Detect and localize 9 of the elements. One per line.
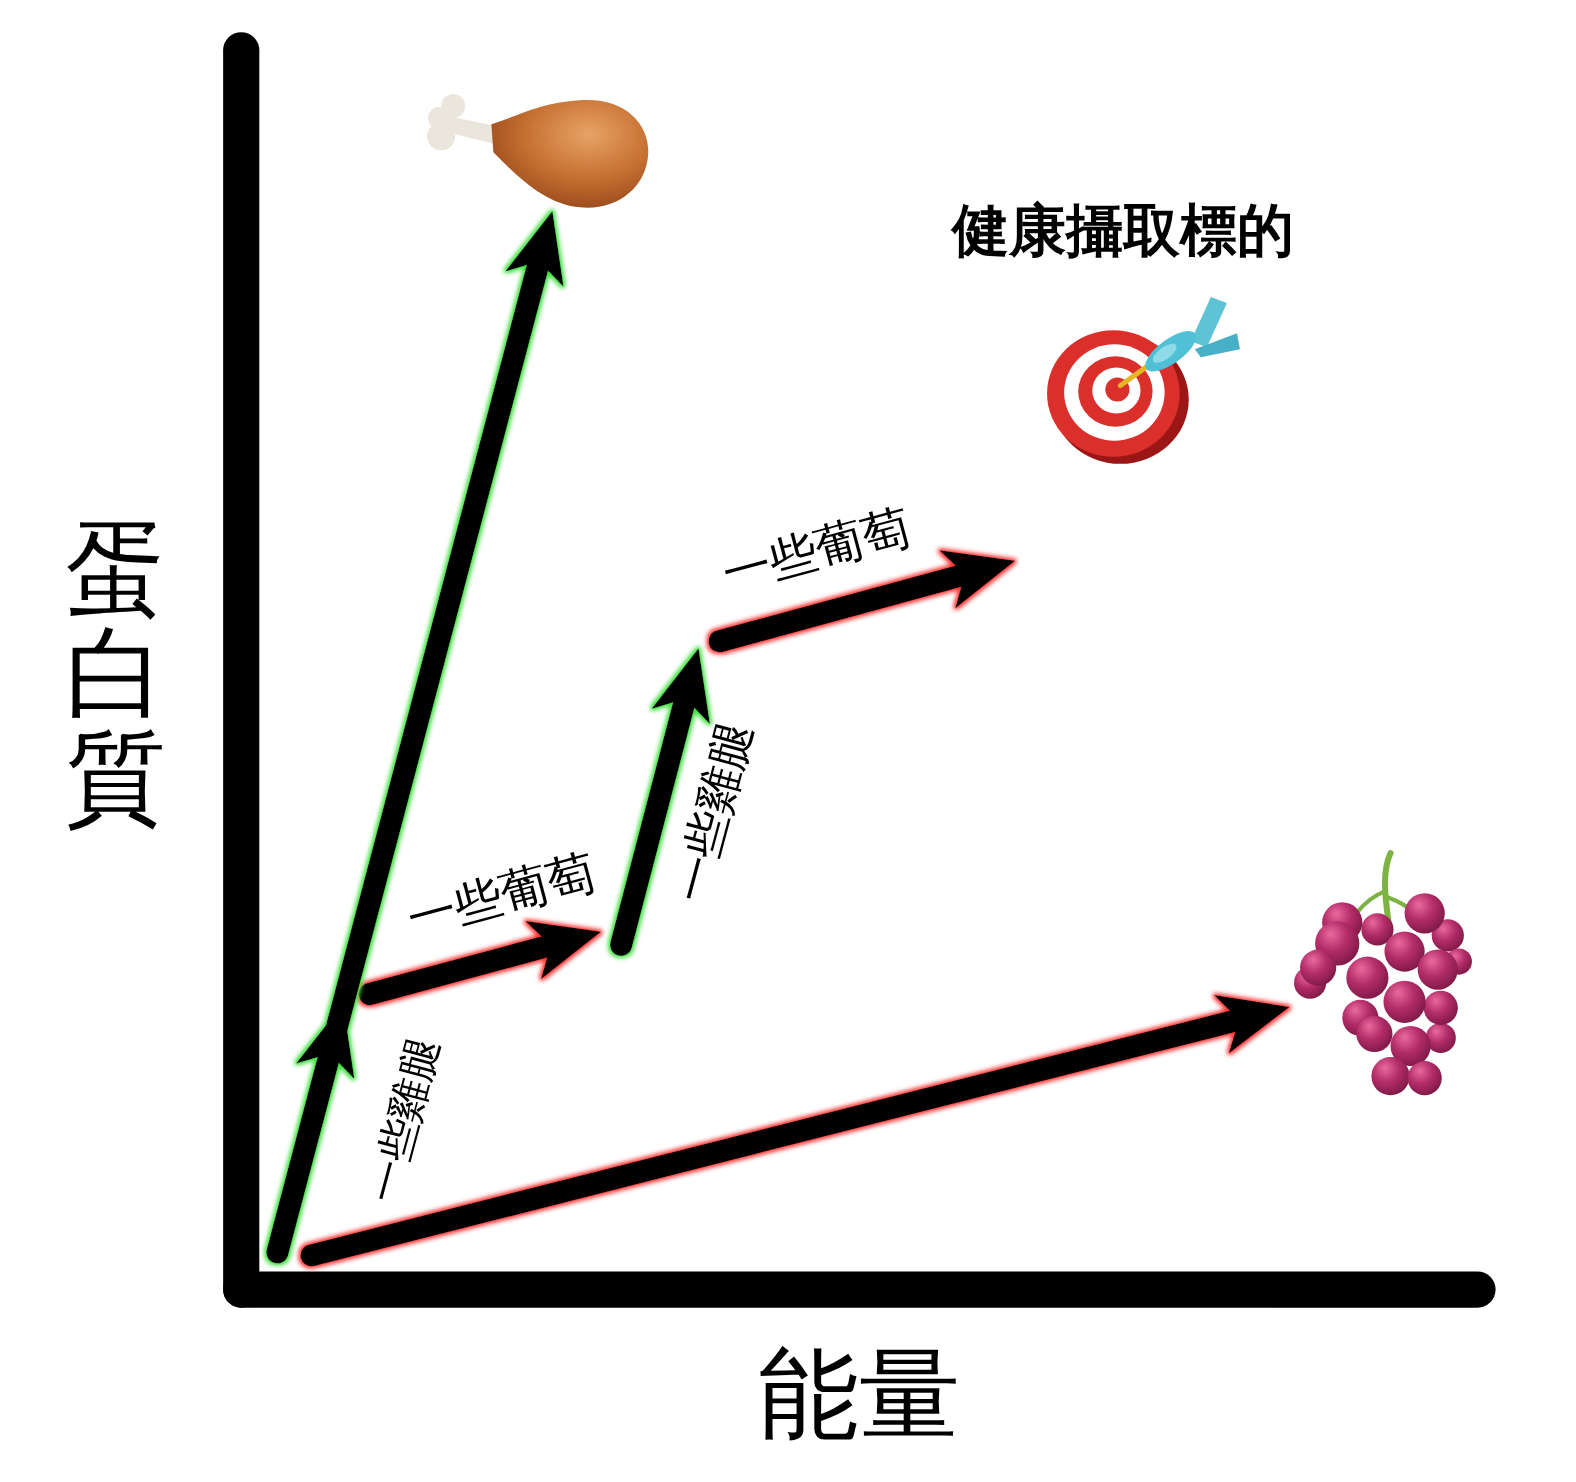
vector-label: 一些葡萄: [401, 846, 600, 943]
axis-label: 能量: [758, 1344, 961, 1446]
arrow: [300, 995, 1290, 1267]
vector-label: 一些雞腿: [361, 1033, 447, 1207]
vector-label: 一些葡萄: [717, 501, 916, 598]
goal-heading: 健康攝取標的: [950, 199, 1296, 262]
axis-label: 蛋白質: [65, 517, 166, 832]
vector-label: 一些雞腿: [666, 717, 759, 907]
arrow: [266, 211, 564, 1264]
